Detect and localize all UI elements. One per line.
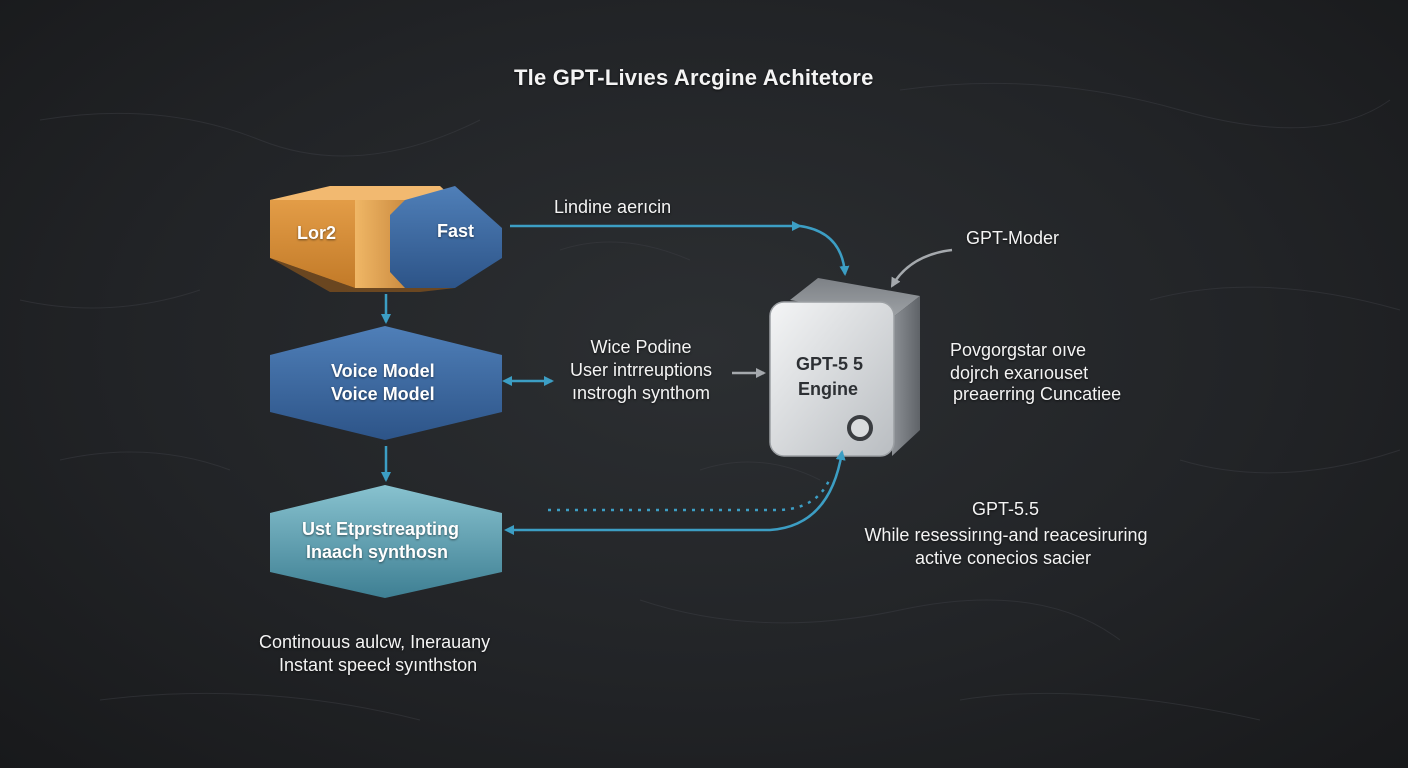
bottom-left-label-2: Instant speecł syınthston <box>279 655 478 675</box>
middle-label-1: Wice Podine <box>590 337 692 357</box>
engine-box <box>769 278 920 457</box>
arrow-curve-into-engine <box>799 224 850 276</box>
arrow-gpt-moder <box>890 248 953 288</box>
node-label-lor2: Lor2 <box>297 223 337 243</box>
middle-label-3: ınstrogh synthom <box>571 383 711 403</box>
node-streaming <box>270 485 502 598</box>
voice-model-label-2: Voice Model <box>331 384 435 404</box>
node-lor2-fast <box>270 186 502 292</box>
stream-label-2: Inaach synthosn <box>306 542 449 562</box>
node-voice-model <box>270 326 502 440</box>
top-arrow-label: Lindine aerıcin <box>554 197 672 217</box>
diagram-title: Tle GPT-Livıes Arcgine Achitetore <box>514 65 874 90</box>
engine-status-icon <box>847 415 873 441</box>
bottom-left-label-1: Continouus aulcw, Inerauany <box>259 632 491 652</box>
arrow-bottom-up <box>504 450 846 535</box>
gpt55-label: GPT-5.5 <box>972 499 1040 519</box>
middle-label-2: User intrreuptions <box>569 360 713 380</box>
engine-label-1: GPT-5 5 <box>796 354 864 374</box>
arrow-dotted <box>548 477 832 512</box>
node-label-fast: Fast <box>437 221 475 241</box>
right-desc-2: dojrch exarıouset <box>950 363 1089 383</box>
bottom-right-label-2: active conecios sacier <box>914 548 1092 568</box>
stream-label-1: Ust Etprstreapting <box>302 519 460 539</box>
right-desc-3: preaerring Cuncatiee <box>953 384 1122 404</box>
engine-label-2: Engine <box>798 379 859 399</box>
right-desc-1: Povgorgstar oıve <box>950 340 1087 360</box>
gpt-moder-label: GPT-Moder <box>966 228 1060 248</box>
bottom-right-label-1: While resessirıng-and reacesiruring <box>864 525 1148 545</box>
voice-model-label-1: Voice Model <box>331 361 435 381</box>
